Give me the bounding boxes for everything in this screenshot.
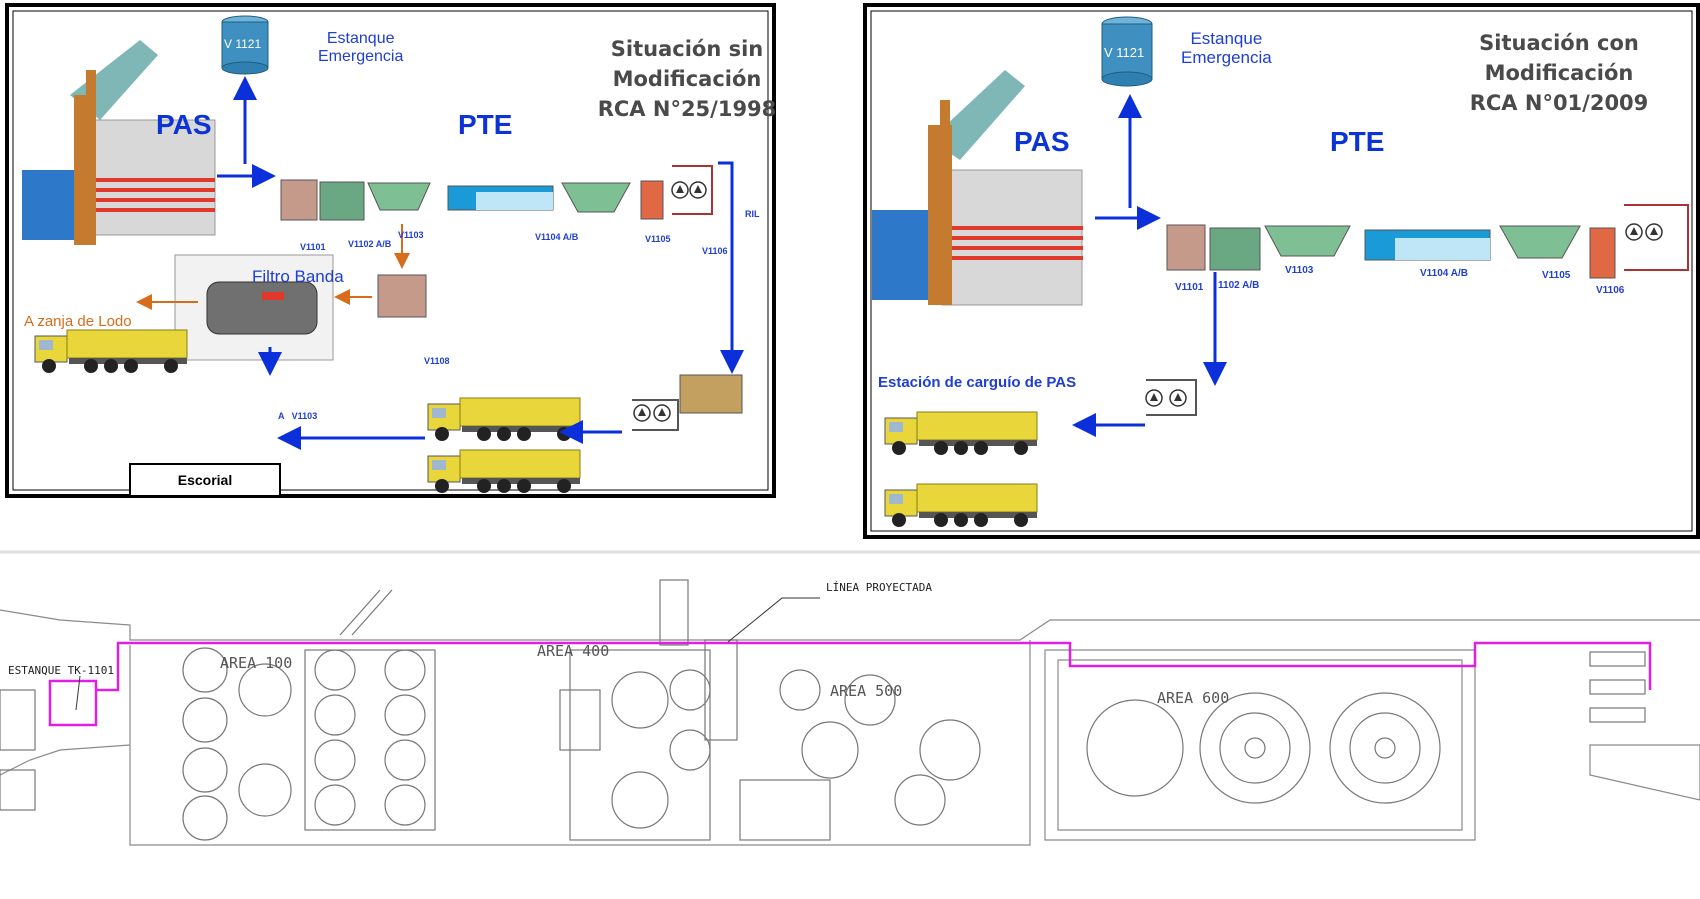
left-title-line-3: RCA N°25/1998	[587, 94, 787, 124]
right-unit-v1104: V1104 A/B	[1420, 268, 1468, 279]
left-pas-label: PAS	[156, 110, 212, 141]
left-filter-label: Filtro Banda	[252, 268, 344, 287]
right-title-line-3: RCA N°01/2009	[1454, 88, 1664, 118]
right-tank-label: V 1121	[1104, 46, 1144, 60]
left-tank-label: V 1121	[224, 38, 261, 51]
projected-line-label: LÍNEA PROYECTADA	[826, 582, 932, 594]
left-title-line-1: Situación sin	[587, 34, 787, 64]
left-ril-label: RIL	[745, 210, 760, 220]
left-title: Situación sin Modificación RCA N°25/1998	[587, 34, 787, 124]
leader-lines	[76, 598, 820, 710]
right-station-label: Estación de carguío de PAS	[878, 375, 1076, 392]
tank-tk1101-label: ESTANQUE TK-1101	[8, 665, 114, 677]
left-title-line-2: Modificación	[587, 64, 787, 94]
area-100-label: AREA 100	[220, 655, 292, 672]
right-pte-label: PTE	[1330, 127, 1384, 158]
left-unit-v1108: V1108	[424, 357, 450, 367]
area-400-label: AREA 400	[537, 643, 609, 660]
left-tank-name-line-2: Emergencia	[318, 48, 403, 66]
area-600-label: AREA 600	[1157, 690, 1229, 707]
right-title: Situación con Modificación RCA N°01/2009	[1454, 28, 1664, 118]
right-tank-name-line-2: Emergencia	[1181, 49, 1272, 68]
left-to-v1103-label: A V1103	[278, 412, 317, 422]
right-pas-label: PAS	[1014, 127, 1070, 158]
left-unit-v1106: V1106	[702, 247, 728, 257]
right-title-line-1: Situación con	[1454, 28, 1664, 58]
right-unit-v1101: V1101	[1175, 282, 1203, 293]
right-title-line-2: Modificación	[1454, 58, 1664, 88]
left-pas-plant	[22, 40, 215, 245]
left-sludge-label: A zanja de Lodo	[24, 314, 132, 331]
left-unit-v1102: V1102 A/B	[348, 240, 391, 250]
left-tank-name: Estanque Emergencia	[318, 30, 403, 65]
right-tank-name-line-1: Estanque	[1181, 30, 1272, 49]
right-tank-name: Estanque Emergencia	[1181, 30, 1272, 67]
right-trucks	[885, 412, 1037, 527]
escorial-box: Escorial	[129, 463, 281, 497]
right-unit-v1106: V1106	[1596, 285, 1624, 296]
left-unit-v1104: V1104 A/B	[535, 233, 578, 243]
left-unit-v1103: V1103	[398, 231, 424, 241]
right-unit-v1103: V1103	[1285, 265, 1313, 276]
left-unit-v1105: V1105	[645, 235, 671, 245]
left-pte-label: PTE	[458, 110, 512, 141]
area-500-label: AREA 500	[830, 683, 902, 700]
right-unit-v1102: 1102 A/B	[1218, 280, 1259, 291]
right-pas-plant	[872, 70, 1083, 305]
left-unit-v1101: V1101	[300, 243, 326, 253]
right-unit-v1105: V1105	[1542, 270, 1570, 281]
left-tank-name-line-1: Estanque	[318, 30, 403, 48]
